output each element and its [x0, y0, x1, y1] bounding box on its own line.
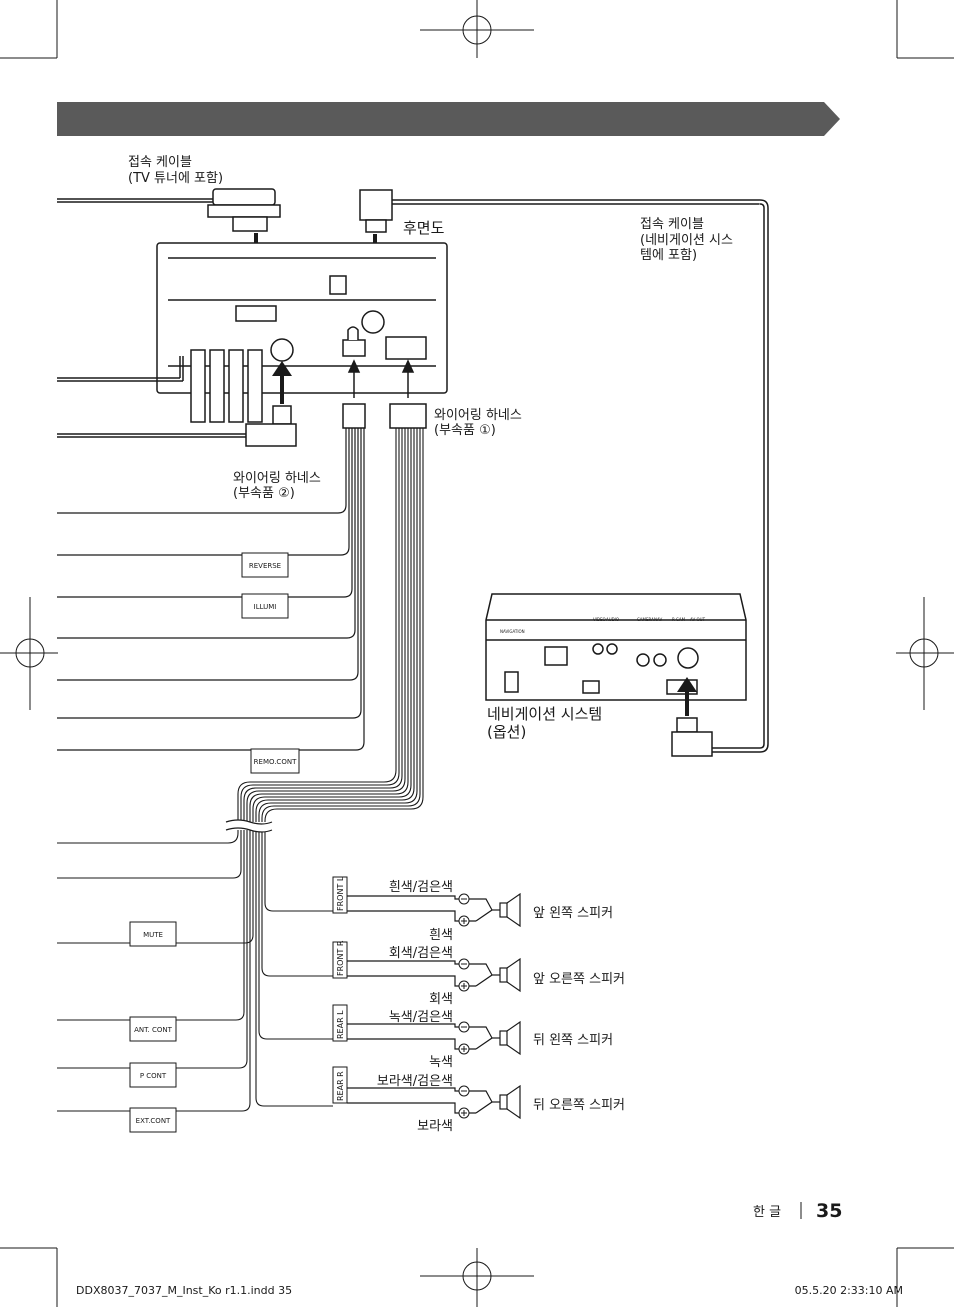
- wire-tag-mute-text: MUTE: [143, 931, 163, 939]
- print-slug: DDX8037_7037_M_Inst_Ko r1.1.indd 35 05.5…: [76, 1284, 903, 1297]
- nav-port-label-nav: NAV: [654, 617, 662, 622]
- speaker-rear-l-tag: REAR L: [336, 1010, 345, 1039]
- speaker-front-l: FRONT L 흰색/검은색 흰색 앞 왼쪽 스피커: [332, 876, 613, 943]
- rear-view-label: 후면도: [403, 219, 445, 237]
- speaker-front-l-minus-wire: 흰색/검은색: [389, 880, 453, 895]
- nav-cable-label-line1: 접속 케이블: [640, 217, 704, 232]
- nav-system-label: 네비게이션 시스템 (옵션): [487, 705, 602, 741]
- speaker-rear-l: REAR L 녹색/검은색 녹색 뒤 왼쪽 스피커: [332, 1004, 613, 1070]
- harness1-label: 와이어링 하네스 (부속품 ①): [434, 408, 522, 438]
- arrow-nav-unit: [677, 677, 697, 716]
- registration-mark-left: [0, 597, 58, 710]
- registration-mark-bottom: [420, 1248, 534, 1307]
- big-harness-wires: [57, 428, 424, 1112]
- harness2-label: 와이어링 하네스 (부속품 ②): [233, 471, 321, 501]
- harness2-label-line2: (부속품 ②): [233, 486, 295, 501]
- nav-system-label-line1: 네비게이션 시스템: [487, 705, 602, 723]
- bundle-break-mark: [225, 819, 273, 833]
- wire-tag-ext-cont-text: EXT.CONT: [136, 1117, 171, 1125]
- speaker-front-r-minus-wire: 회색/검은색: [389, 946, 453, 961]
- nav-port-label-navigation: NAVIGATION: [500, 629, 525, 634]
- page-footer: 한 글 35: [753, 1200, 842, 1222]
- speaker-rear-l-minus-wire: 녹색/검은색: [389, 1010, 453, 1025]
- speaker-front-l-plus-wire: 흰색: [429, 928, 453, 943]
- speaker-front-l-name: 앞 왼쪽 스피커: [533, 906, 613, 921]
- speaker-front-r-plus-wire: 회색: [429, 992, 453, 1007]
- nav-cable-label-line2: (네비게이션 시스: [640, 233, 733, 248]
- nav-unit-port-labels: NAVIGATION VIDEO AUDIO CAMERA NAV R-CAM …: [500, 617, 706, 634]
- nav-port-label-avout: AV-OUT: [690, 617, 706, 622]
- speaker-rear-r-tag: REAR R: [336, 1071, 345, 1101]
- nav-port-label-video: VIDEO: [593, 617, 606, 622]
- speaker-rear-r-name: 뒤 오른쪽 스피커: [533, 1098, 625, 1113]
- harness1-label-line1: 와이어링 하네스: [434, 408, 522, 423]
- tv-cable-label-line2: (TV 튜너에 포함): [128, 171, 223, 186]
- small-harness-wires: [57, 428, 365, 751]
- wire-tag-mute: MUTE: [129, 921, 177, 947]
- wire-tag-illumi-text: ILLUMI: [254, 603, 277, 611]
- harness2-plug: [57, 405, 297, 447]
- tv-cable-plug: [57, 188, 281, 232]
- wire-tag-remo-cont: REMO.CONT: [250, 748, 300, 774]
- speaker-rear-l-plus-wire: 녹색: [429, 1055, 453, 1070]
- tv-cable-label: 접속 케이블 (TV 튜너에 포함): [128, 155, 223, 186]
- speaker-rear-l-name: 뒤 왼쪽 스피커: [533, 1033, 613, 1048]
- nav-cable-plug-bottom: [671, 717, 713, 757]
- speaker-rear-r-minus-wire: 보라색/검은색: [377, 1074, 453, 1089]
- footer-language: 한 글: [753, 1205, 781, 1220]
- wire-tag-p-cont: P CONT: [129, 1062, 177, 1088]
- wire-tag-remo-cont-text: REMO.CONT: [254, 758, 297, 766]
- registration-mark-right: [896, 597, 954, 710]
- wire-tag-ant-cont-text: ANT. CONT: [134, 1026, 173, 1034]
- nav-port-label-audio: AUDIO: [606, 617, 619, 622]
- tv-cable-label-line1: 접속 케이블: [128, 155, 192, 170]
- registration-mark-top: [420, 0, 534, 58]
- harness1-label-line2: (부속품 ①): [434, 423, 496, 438]
- speaker-front-r: FRONT R 회색/검은색 회색 앞 오른쪽 스피커: [332, 940, 625, 1007]
- speaker-front-r-tag: FRONT R: [336, 940, 345, 976]
- speaker-rear-r: REAR R 보라색/검은색 보라색 뒤 오른쪽 스피커: [332, 1066, 625, 1134]
- nav-system-label-line2: (옵션): [487, 723, 526, 741]
- wire-tag-reverse: REVERSE: [241, 552, 289, 578]
- arrow-harness2: [272, 361, 292, 404]
- speaker-front-r-name: 앞 오른쪽 스피커: [533, 972, 625, 987]
- speaker-front-l-tag: FRONT L: [336, 876, 345, 911]
- wire-tag-illumi: ILLUMI: [241, 593, 289, 619]
- nav-port-label-rcam: R-CAM: [672, 617, 686, 622]
- unit-fixed-cables: [57, 349, 263, 423]
- harness2-label-line1: 와이어링 하네스: [233, 471, 321, 486]
- title-bar: [57, 102, 840, 136]
- nav-cable-label: 접속 케이블 (네비게이션 시스 템에 포함): [640, 217, 733, 263]
- print-slug-file: DDX8037_7037_M_Inst_Ko r1.1.indd 35: [76, 1284, 292, 1297]
- speaker-rear-r-plus-wire: 보라색: [417, 1119, 453, 1134]
- print-slug-timestamp: 05.5.20 2:33:10 AM: [795, 1284, 903, 1297]
- nav-cable-label-line3: 템에 포함): [640, 248, 697, 263]
- wire-tag-ant-cont: ANT. CONT: [129, 1016, 177, 1042]
- footer-page-number: 35: [816, 1200, 842, 1222]
- harness-small-connector: [342, 359, 366, 429]
- nav-system-unit: [485, 593, 747, 701]
- wire-tag-p-cont-text: P CONT: [140, 1072, 167, 1080]
- wire-tag-reverse-text: REVERSE: [249, 562, 281, 570]
- wire-tag-ext-cont: EXT.CONT: [129, 1107, 177, 1133]
- nav-port-label-camera: CAMERA: [637, 617, 654, 622]
